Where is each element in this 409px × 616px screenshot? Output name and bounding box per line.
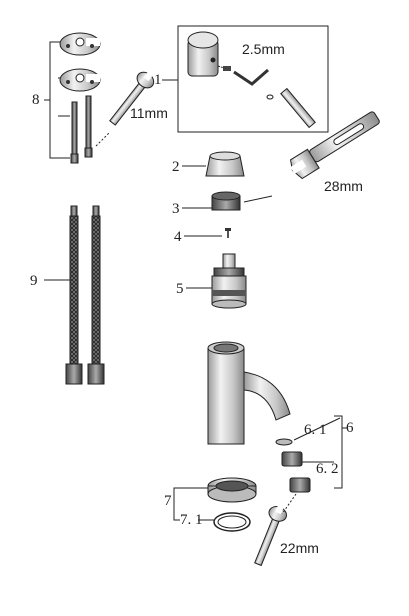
hose-nut-left — [65, 363, 83, 385]
horseshoe-washer-lower — [59, 68, 101, 92]
base-gasket — [213, 512, 251, 532]
faucet-spout — [243, 371, 291, 421]
cartridge-nut: 3 — [172, 191, 241, 217]
aerator-group: 6 6. 1 6. 2 — [275, 415, 354, 493]
hose-nut-right — [87, 363, 105, 385]
bracket-6 — [334, 415, 343, 489]
set-screw — [223, 66, 231, 71]
size-label-11mm: 11mm — [130, 105, 168, 121]
callout-2: 2 — [172, 159, 180, 175]
hex-key-icon — [233, 68, 269, 86]
aerator-insert — [281, 451, 303, 467]
callout-1: 1 — [154, 72, 162, 88]
size-label-2-5mm: 2.5mm — [242, 41, 285, 57]
callout-5: 5 — [176, 281, 184, 297]
handle-kit-box — [177, 25, 329, 133]
callout-6-1: 6. 1 — [304, 422, 327, 438]
threaded-rod-left — [71, 101, 78, 155]
hose-left — [69, 215, 79, 365]
threaded-rod-right — [85, 95, 92, 149]
hose-right — [91, 215, 101, 365]
callout-7-1: 7. 1 — [180, 512, 203, 528]
wrench-22mm-icon — [254, 504, 287, 567]
callout-7: 7 — [164, 493, 172, 509]
bracket-7 — [173, 487, 180, 521]
horseshoe-washer-upper — [59, 32, 101, 56]
handle-knob — [187, 31, 219, 77]
cover-cap: 2 — [172, 151, 245, 177]
callout-6: 6 — [346, 420, 354, 436]
callout-6-2: 6. 2 — [316, 461, 339, 477]
screw: 4 — [174, 228, 231, 245]
callout-8: 8 — [32, 92, 40, 108]
aerator-washer — [275, 438, 293, 446]
wrench-11mm-icon — [109, 71, 155, 126]
handle-lever-rod — [280, 87, 316, 129]
valve-cartridge: 5 — [176, 253, 247, 309]
wrench-28mm-icon — [289, 111, 380, 180]
size-label-28mm: 28mm — [324, 178, 363, 194]
nut-right — [84, 147, 93, 158]
mounting-kit-group: 8 11mm — [32, 32, 168, 164]
bracket-8 — [49, 41, 58, 159]
nut-left — [70, 153, 79, 164]
supply-hoses-group: 9 — [30, 205, 105, 385]
handle-kit-group: 1 2.5mm — [154, 25, 329, 133]
faucet-body — [207, 341, 291, 445]
base-ring-group: 7 7. 1 — [164, 477, 257, 532]
size-label-22mm: 22mm — [280, 540, 319, 556]
small-o-ring — [266, 94, 274, 100]
callout-9: 9 — [30, 273, 38, 289]
aerator-housing — [289, 477, 311, 493]
callout-3: 3 — [172, 201, 180, 217]
callout-4: 4 — [174, 229, 182, 245]
